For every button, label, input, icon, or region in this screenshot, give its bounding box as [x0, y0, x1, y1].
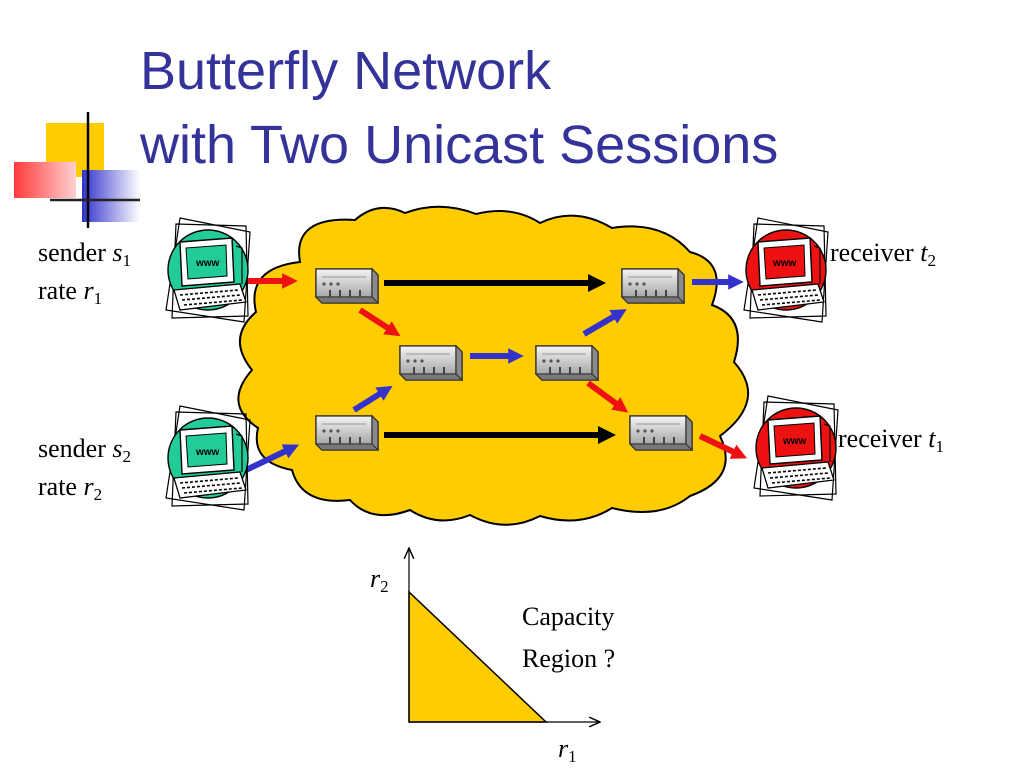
sender-2-computer: www — [165, 405, 251, 511]
sender-1-computer: www — [165, 217, 251, 323]
network-cloud — [237, 205, 750, 526]
router-icon — [315, 268, 379, 304]
computer-icon — [165, 405, 251, 511]
edge-s2-in — [244, 444, 300, 473]
edge-middle-to-t1 — [586, 380, 629, 413]
capacity-text-line2: Region ? — [522, 644, 616, 673]
receiver-1-label: receiver t1 — [838, 424, 944, 456]
receiver-1-computer: www — [753, 395, 839, 501]
screen-text: www — [195, 258, 220, 269]
page-title-line1: Butterfly Network — [140, 41, 552, 101]
edge-s2-to-middle — [352, 385, 393, 413]
sender-2-rate: rate r2 — [38, 472, 103, 504]
computer-icon — [165, 217, 251, 323]
router-icon — [399, 345, 463, 381]
router-icon — [629, 415, 693, 451]
router-icon — [621, 268, 685, 304]
x-axis-label: r1 — [558, 734, 577, 766]
sender-1-rate: rate r1 — [38, 276, 103, 308]
router-icon — [315, 415, 379, 451]
computer-icon — [743, 217, 829, 323]
receiver-2-label: receiver t2 — [830, 238, 936, 270]
screen-text: www — [772, 258, 797, 269]
edge-t1-out — [698, 433, 748, 459]
computer-icon — [753, 395, 839, 501]
capacity-region-plot — [409, 548, 600, 722]
y-axis-label: r2 — [370, 564, 389, 596]
page-title-line2: with Two Unicast Sessions — [140, 115, 779, 175]
blue-square — [82, 170, 140, 222]
title-decoration — [14, 112, 1000, 228]
sender-2-label: sender s2 — [38, 434, 131, 466]
router-icon — [535, 345, 599, 381]
red-square — [14, 162, 76, 198]
screen-text: www — [195, 447, 220, 458]
screen-text: www — [782, 436, 807, 447]
edge-middle-to-t2 — [582, 309, 627, 337]
edge-s1-to-middle — [358, 307, 401, 337]
sender-1-label: sender s1 — [38, 238, 131, 270]
capacity-text-line1: Capacity — [522, 602, 615, 631]
receiver-2-computer: www — [743, 217, 829, 323]
